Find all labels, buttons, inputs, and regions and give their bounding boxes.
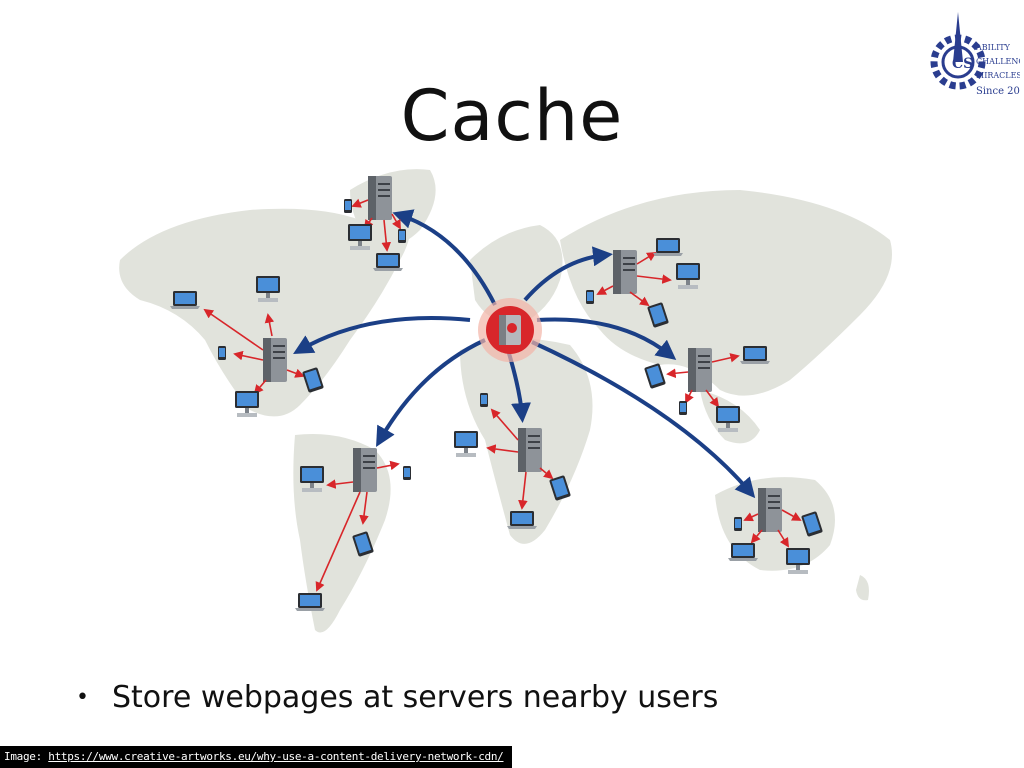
phone-icon (218, 346, 226, 360)
edge-server-russia (586, 238, 700, 328)
laptop-icon (728, 543, 758, 561)
arrow-to-greenland (392, 209, 497, 306)
origin-server (478, 298, 542, 362)
laptop-icon (653, 238, 683, 256)
server-tower-icon (687, 347, 713, 393)
phone-icon (586, 290, 594, 304)
phone-icon (480, 393, 488, 407)
laptop-icon (295, 593, 325, 611)
distribution-arrows (293, 209, 756, 499)
desktop-icon (454, 431, 478, 457)
desktop-icon (300, 466, 324, 492)
server-tower-icon (367, 175, 393, 221)
phone-icon (734, 517, 742, 531)
slide-title: Cache (400, 75, 624, 157)
desktop-icon (235, 391, 259, 417)
north-america (119, 208, 410, 417)
logo-line-1: ABILITY (975, 43, 1011, 52)
server-tower-icon (757, 487, 783, 533)
asia (560, 190, 892, 396)
desktop-icon (676, 263, 700, 289)
laptop-icon (170, 291, 200, 309)
phone-icon (679, 401, 687, 415)
credit-label: Image: (4, 750, 42, 763)
edge-server-asia (643, 346, 770, 432)
arrow-to-south-america (376, 338, 486, 447)
new-zealand (856, 575, 869, 601)
tablet-icon (643, 363, 667, 389)
server-tower-icon (262, 337, 288, 383)
bullet-item: • Store webpages at servers nearby users (76, 675, 718, 719)
bullet-text: Store webpages at servers nearby users (112, 679, 719, 715)
logo-line-4: Since 2002 (976, 86, 1020, 97)
phone-icon (403, 466, 411, 480)
institution-logo: CS ABILITY CHALLENGE MIRACLES Since 2002 (930, 12, 1020, 97)
desktop-icon (256, 276, 280, 302)
credit-link[interactable]: https://www.creative-artworks.eu/why-use… (48, 750, 504, 763)
server-tower-icon (612, 249, 638, 295)
image-credit: Image: https://www.creative-artworks.eu/… (0, 746, 512, 768)
desktop-icon (348, 224, 372, 250)
arrow-to-australia (531, 340, 756, 499)
desktop-icon (716, 406, 740, 432)
bullet-dot: • (76, 684, 89, 710)
phone-icon (344, 199, 352, 213)
laptop-icon (740, 346, 770, 364)
logo-line-2: CHALLENGE (976, 57, 1020, 66)
phone-icon (398, 229, 406, 243)
desktop-icon (786, 548, 810, 574)
laptop-icon (373, 253, 403, 271)
logo-line-3: MIRACLES (976, 71, 1020, 80)
cdn-world-map (119, 169, 892, 633)
edge-server-greenland (344, 175, 406, 271)
edge-server-africa (454, 393, 572, 529)
arrow-to-russia (523, 246, 613, 302)
tower-icon (953, 12, 963, 62)
logo-letters: CS (952, 56, 973, 72)
edge-server-south-america (295, 447, 411, 611)
edge-server-australia (728, 487, 824, 574)
laptop-icon (507, 511, 537, 529)
edge-server-north-america (170, 276, 325, 417)
server-origin-icon (507, 323, 517, 333)
server-tower-icon (517, 427, 543, 473)
server-tower-icon (352, 447, 378, 493)
arrow-to-asia (536, 317, 677, 360)
arrow-to-north-america (293, 316, 471, 354)
